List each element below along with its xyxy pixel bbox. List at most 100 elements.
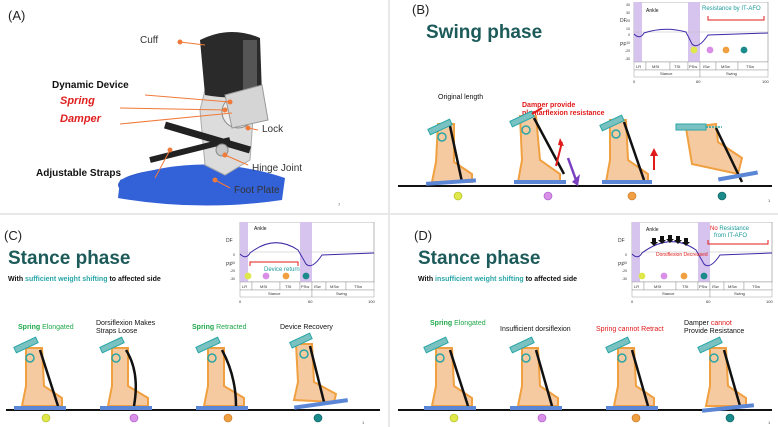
strap-2 [149,137,231,163]
foot-plate-base [118,164,285,206]
phase-tsw: TSw [354,284,362,289]
group-stance: Stance [660,71,673,76]
subtitle-prefix: With [8,276,26,283]
subtitle-highlight: sufficient weight shifting [25,276,108,283]
phase-mst: MSt [260,284,268,289]
no-resistance-annotation: No Resistance [710,226,750,232]
spring-word: Spring [430,320,453,327]
phase-msw: MSw [728,284,737,289]
panel-d-subtitle: With insufficient weight shifting to aff… [418,276,577,283]
phase-tst: TSt [285,284,292,289]
phase-lr: LR [242,284,247,289]
phase-lr: LR [636,64,641,69]
subtitle-prefix: With [418,276,436,283]
phase-tst: TSt [674,64,681,69]
phase-mst: MSt [652,64,660,69]
phase-tsw: TSw [746,64,754,69]
panel-c-subtitle: With sufficient weight shifting to affec… [8,276,161,283]
swing-phase-illustration [398,107,772,187]
y-tick: 0 [628,33,630,37]
x-tick: 60 [308,299,313,304]
y-tick: 20 [626,19,630,23]
gait-phase-dots-b [453,191,727,201]
cannot-word: cannot [710,320,732,327]
caption-c2-line2: Straps Loose [96,328,138,335]
panel-b-label: (B) [412,2,430,17]
panel-b-title: Swing phase [426,22,543,43]
phase-tst: TSt [682,284,689,289]
spring-word: Spring [18,324,41,331]
panel-c-title: Stance phase [8,248,131,269]
stance-insufficient-illustration [398,336,772,413]
panel-c-label: (C) [4,228,23,243]
y-tick: 0 [233,253,235,257]
caption-d2: Insufficient dorsiflexion [500,326,571,333]
y-tick: -10 [622,261,627,265]
resistance-annotation: Resistance by IT-AFO [702,6,761,12]
phase-msw: MSw [330,284,339,289]
y-tick: -20 [625,49,630,53]
y-tick: -10 [625,41,630,45]
page-number-b: 1 [768,198,771,203]
elongated-word: Elongated [40,324,74,331]
subtitle-suffix: to affected side [523,276,578,283]
vertical-divider [388,0,390,427]
df-label: DF [226,238,233,244]
phase-tsw: TSw [752,284,760,289]
phase-lr: LR [634,284,639,289]
x-tick: 100 [368,299,375,304]
x-tick: 100 [766,299,773,304]
caption-c4: Device Recovery [280,324,333,331]
retracted-word: Retracted [214,324,247,331]
y-tick: 0 [625,253,627,257]
y-tick: -20 [622,269,627,273]
adjustable-straps-callout: Adjustable Straps [36,168,122,179]
damper-word: Damper [684,320,711,327]
group-swing: Swing [734,291,745,296]
group-swing: Swing [726,71,737,76]
y-tick: 10 [626,27,630,31]
df-label: DF [618,238,625,244]
x-tick: 0 [239,299,242,304]
device-body [224,84,269,129]
panel-a: (A) Cuff Dynamic Device Spring Da [0,0,386,212]
ankle-label: Ankle [646,8,659,14]
lock-callout: Lock [262,124,284,135]
y-tick: -30 [230,277,235,281]
strap-1 [164,121,251,154]
dynamic-device-callout: Dynamic Device [52,80,129,91]
subtitle-suffix: to affected side [107,276,161,283]
gait-chart-b: 40 30 20 10 0 -10 -20 -30 DF PF Ankle Re… [620,2,769,84]
device-return-annotation: Device return [264,267,300,273]
cuff-callout: Cuff [140,35,159,46]
subtitle-highlight: insufficient weight shifting [435,276,524,283]
pf-label: PF [226,262,232,268]
group-stance: Stance [268,291,281,296]
y-tick: -30 [625,57,630,61]
caption-c3: Spring Retracted [192,324,246,332]
no-word: No [710,226,718,232]
df-label: DF [620,18,627,24]
x-tick: 0 [631,299,634,304]
panel-d-label: (D) [414,228,433,243]
group-stance: Stance [662,291,675,296]
caption-original-length: Original length [438,94,484,101]
from-it-afo: from IT-AFO [714,233,747,239]
y-tick: -10 [230,261,235,265]
panel-d: (D) Stance phase With insufficient weigh… [392,216,778,427]
hinge-joint-callout: Hinge Joint [252,163,303,174]
panel-a-label: (A) [8,8,26,23]
x-tick: 0 [633,79,636,84]
panel-d-title: Stance phase [418,248,541,269]
afo-device-photo [118,31,285,206]
caption-c1: Spring Elongated [18,324,74,332]
y-tick: -20 [230,269,235,273]
caption-c2-line1: Dorsiflexion Makes [96,320,156,327]
y-tick: 40 [626,3,630,7]
phase-psw: PSw [699,284,707,289]
x-tick: 100 [762,79,769,84]
phase-msw: MSw [721,64,730,69]
resistance-word: Resistance [718,226,750,232]
caption-d1: Spring Elongated [430,320,486,328]
